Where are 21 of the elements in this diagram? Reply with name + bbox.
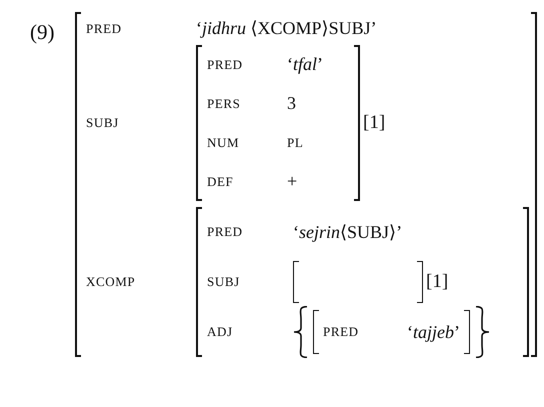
attribute-name: XCOMP (86, 274, 136, 290)
attribute-name: PRED (207, 56, 243, 72)
index-tag: [1] (426, 271, 448, 293)
attribute-value: ‘sejrin⟨SUBJ⟩’ (293, 222, 402, 242)
attribute-name: SUBJ (207, 274, 240, 290)
attribute-name: ADJ (207, 324, 233, 340)
attribute-name: NUM (207, 134, 240, 150)
attribute-name: DEF (207, 174, 234, 190)
attribute-value: + (287, 171, 298, 191)
example-number: (9) (30, 20, 56, 45)
attribute-name: PRED (323, 324, 359, 340)
attribute-value: PL (287, 134, 304, 150)
attribute-value: 3 (287, 93, 296, 113)
attribute-name: PERS (207, 96, 240, 112)
attribute-value: ‘tfal’ (287, 54, 324, 74)
attribute-name: PRED (207, 224, 243, 240)
attribute-value: ‘tajjeb’ (407, 322, 460, 342)
attribute-value: ‘jidhru ⟨XCOMP⟩SUBJ’ (196, 18, 377, 38)
index-tag: [1] (363, 112, 386, 134)
attribute-name: PRED (86, 20, 122, 36)
attribute-name: SUBJ (86, 115, 119, 131)
